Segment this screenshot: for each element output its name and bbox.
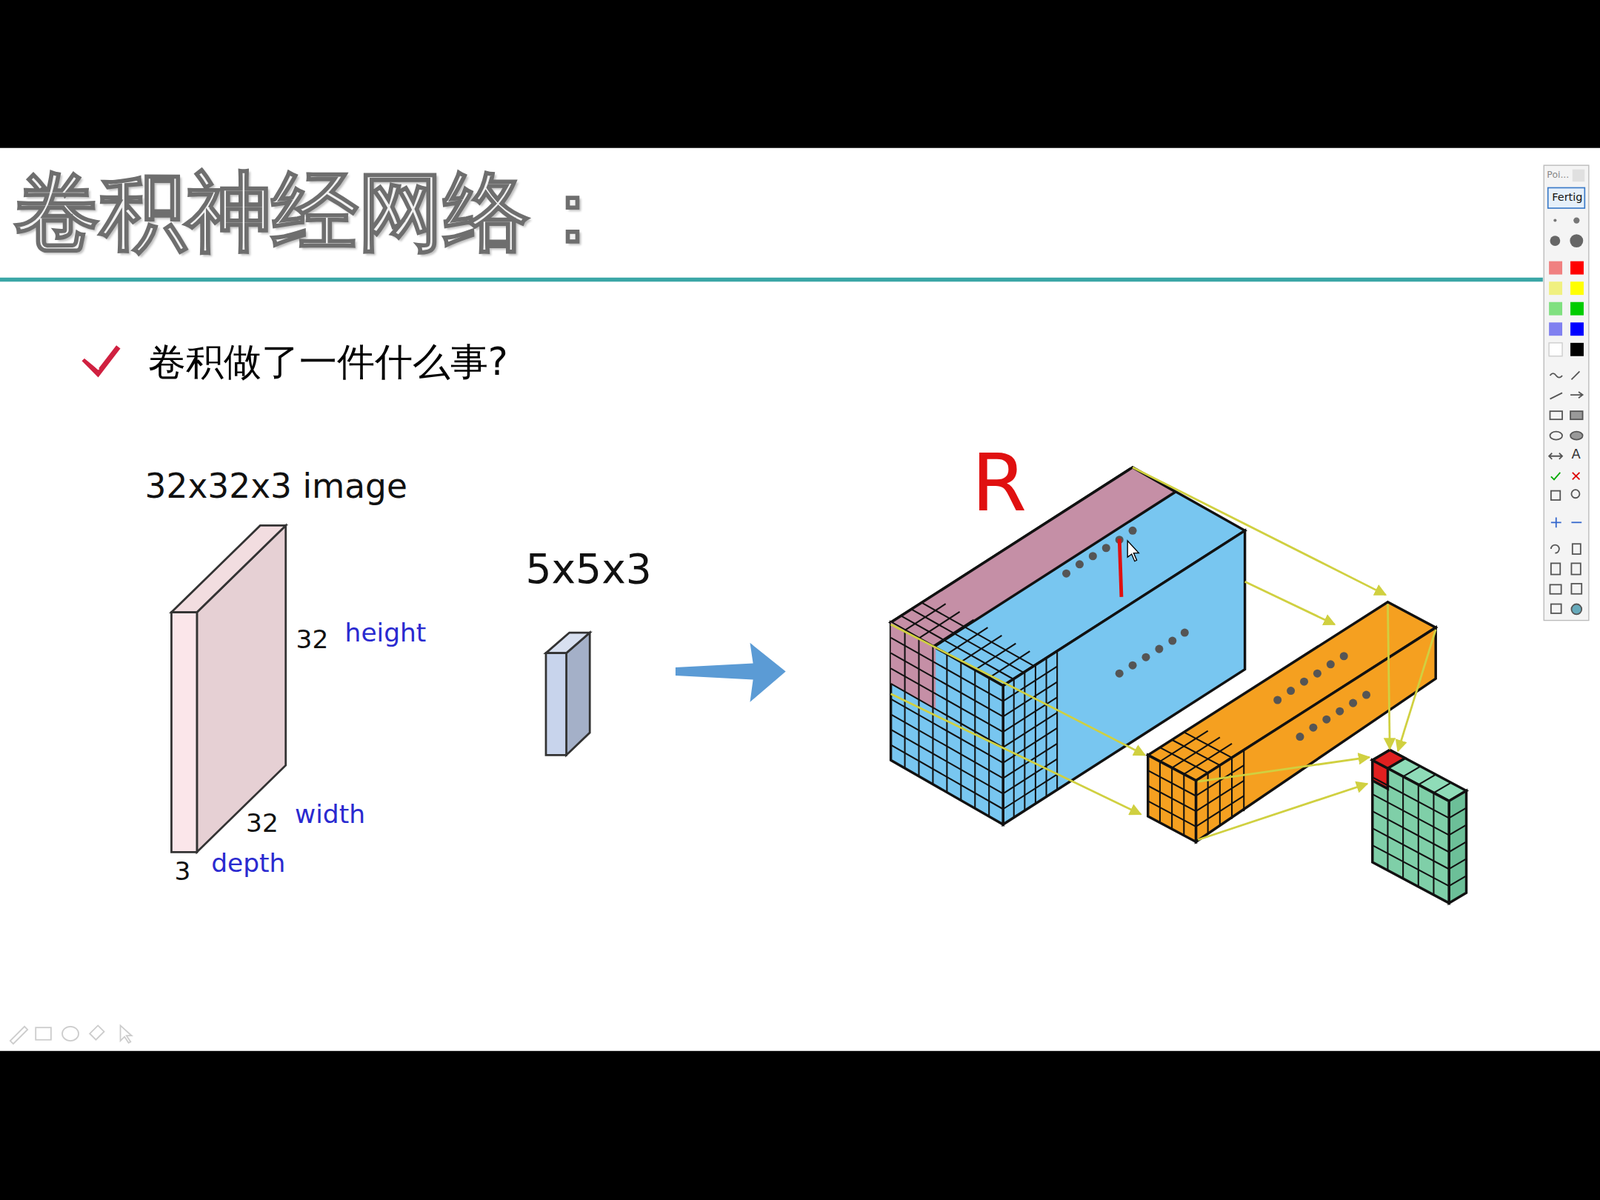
grid-line xyxy=(1433,782,1451,794)
grid-line xyxy=(1448,808,1466,819)
grid-line xyxy=(1148,800,1197,826)
grid-line xyxy=(988,677,990,817)
presenter-icons xyxy=(10,1025,132,1044)
grid-line xyxy=(891,714,1004,778)
output-map xyxy=(1372,750,1467,904)
dimension-number: 32 xyxy=(245,808,279,839)
grid-line xyxy=(974,643,1016,671)
grid-line xyxy=(932,620,974,647)
grid-line xyxy=(1002,712,1058,748)
grid-line xyxy=(900,615,1014,679)
grid-line xyxy=(1372,828,1449,869)
grid-line xyxy=(1418,774,1436,786)
grid-line xyxy=(1148,785,1197,812)
grid-line xyxy=(1148,770,1197,796)
title-rule xyxy=(0,277,1543,283)
grid-line xyxy=(1448,825,1466,836)
black-bar xyxy=(0,0,1600,149)
grid-line xyxy=(1013,678,1015,818)
grid-line xyxy=(1195,795,1244,826)
image-slab xyxy=(171,525,286,852)
slide-ground xyxy=(0,148,1600,1052)
dimension-number: 3 xyxy=(174,857,192,887)
grid-line xyxy=(1448,858,1466,869)
arrow xyxy=(675,642,786,703)
grid-line xyxy=(1002,728,1058,763)
grid-line xyxy=(1002,774,1058,809)
mouse-cursor xyxy=(1127,540,1139,562)
grid-line xyxy=(1171,737,1220,768)
grid-line xyxy=(891,683,1004,748)
dimension-number: 32 xyxy=(295,625,329,655)
grid-line xyxy=(1372,794,1449,835)
grid-line xyxy=(891,699,1004,763)
grid-line xyxy=(988,651,1030,678)
grid-line xyxy=(946,627,988,655)
grid-line xyxy=(891,745,1004,810)
grid-line xyxy=(905,603,946,631)
dimension-name: height xyxy=(345,618,427,649)
grid-line xyxy=(1002,697,1058,732)
grid-line xyxy=(1372,777,1449,818)
grid-line xyxy=(1242,750,1245,812)
ellipsis-dots xyxy=(1062,526,1189,678)
pen-toolbar xyxy=(1543,165,1589,620)
grid-line xyxy=(1387,758,1405,769)
grid-line xyxy=(1160,731,1209,762)
black-bar xyxy=(0,1051,1600,1200)
grid-line xyxy=(891,637,1004,702)
grid-line xyxy=(1002,759,1058,795)
toolbar-icon: A xyxy=(1571,446,1580,463)
grid-line xyxy=(1448,841,1466,852)
filter-size: 5x5x3 xyxy=(525,545,652,593)
grid-line xyxy=(1034,665,1037,804)
grid-line xyxy=(1448,875,1466,886)
grid-line xyxy=(945,654,948,793)
image-label: 32x32x3 image xyxy=(145,467,408,506)
toolbar-button: Fertig xyxy=(1551,191,1583,204)
grid-line xyxy=(1056,651,1058,790)
handwritten-letter: R xyxy=(971,437,1027,529)
grid-line xyxy=(960,662,962,801)
grid-line xyxy=(1372,811,1449,852)
grid-line xyxy=(891,668,1004,732)
grid-line xyxy=(1372,845,1449,886)
grid-line xyxy=(1183,743,1232,775)
slide-title: 卷积神经网络： xyxy=(14,162,616,262)
grid-line xyxy=(974,669,976,809)
grid-line xyxy=(1045,657,1048,797)
toolbar-caption: Poi... xyxy=(1546,169,1569,180)
question-text: 卷积做了一件什么事? xyxy=(148,340,509,385)
dimension-name: width xyxy=(294,800,366,830)
red-ink-mark xyxy=(1119,538,1122,598)
grid-line xyxy=(918,611,960,639)
grid-line xyxy=(960,635,1002,663)
dimension-name: depth xyxy=(211,848,286,879)
grid-line xyxy=(921,602,1035,666)
grid-line xyxy=(1195,780,1244,812)
filter-block xyxy=(545,632,590,755)
grid-line xyxy=(1402,766,1420,778)
